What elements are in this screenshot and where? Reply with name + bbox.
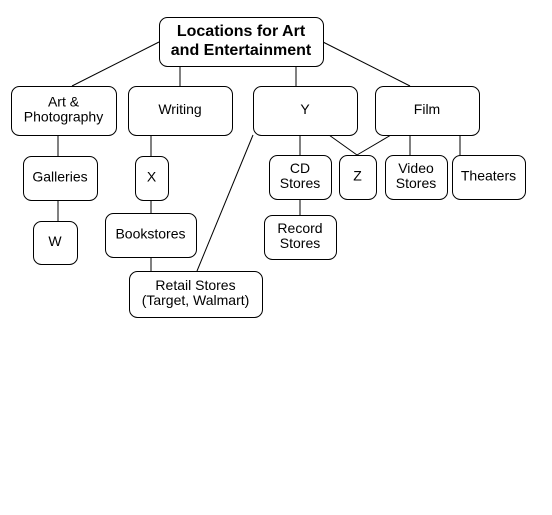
node-box-galleries bbox=[23, 156, 98, 201]
node-film: Film bbox=[375, 86, 480, 136]
node-label-y-0: Y bbox=[300, 101, 310, 117]
node-box-y bbox=[253, 86, 358, 136]
node-label-root-0: Locations for Art bbox=[177, 23, 306, 40]
node-label-x-0: X bbox=[147, 169, 157, 185]
node-label-art-1: Photography bbox=[24, 109, 103, 125]
node-x: X bbox=[135, 156, 169, 201]
node-label-retail-1: (Target, Walmart) bbox=[142, 292, 250, 308]
node-root: Locations for Art and Entertainment bbox=[159, 17, 324, 67]
node-label-video-0: Video bbox=[398, 160, 434, 176]
node-box-writing bbox=[128, 86, 233, 136]
node-box-video bbox=[385, 155, 448, 200]
node-box-z bbox=[339, 155, 377, 200]
node-label-theaters-0: Theaters bbox=[461, 168, 516, 184]
edge-y-retail bbox=[196, 134, 254, 272]
node-galleries: Galleries bbox=[23, 156, 98, 201]
node-box-art bbox=[11, 86, 117, 136]
edge-root-art bbox=[71, 41, 160, 87]
node-box-w bbox=[33, 221, 78, 265]
node-box-retail bbox=[129, 271, 263, 318]
node-label-root-1: and Entertainment bbox=[171, 42, 312, 59]
node-writing: Writing bbox=[128, 86, 233, 136]
node-label-cd-1: Stores bbox=[280, 175, 320, 191]
node-box-cd bbox=[269, 155, 332, 200]
node-label-cd-0: CD bbox=[290, 160, 310, 176]
edge-root-film bbox=[322, 41, 411, 87]
node-box-record bbox=[264, 215, 337, 260]
node-label-record-1: Stores bbox=[280, 235, 320, 251]
node-label-record-0: Record bbox=[277, 220, 322, 236]
node-label-bookstores-0: Bookstores bbox=[115, 226, 185, 242]
node-box-film bbox=[375, 86, 480, 136]
edge-film-z bbox=[356, 134, 392, 156]
node-label-z-0: Z bbox=[353, 168, 362, 184]
node-z: Z bbox=[339, 155, 377, 200]
node-label-film-0: Film bbox=[414, 101, 440, 117]
edge-y-z bbox=[328, 134, 358, 156]
connector-lines bbox=[57, 41, 461, 272]
node-label-writing-0: Writing bbox=[158, 101, 201, 117]
node-art: Art &Photography bbox=[11, 86, 117, 136]
node-box-x bbox=[135, 156, 169, 201]
node-w: W bbox=[33, 221, 78, 265]
node-box-bookstores bbox=[105, 213, 197, 258]
node-label-galleries-0: Galleries bbox=[32, 169, 87, 185]
node-box-theaters bbox=[452, 155, 526, 200]
node-label-retail-0: Retail Stores bbox=[155, 277, 235, 293]
node-retail: Retail Stores(Target, Walmart) bbox=[129, 271, 263, 318]
node-label-w-0: W bbox=[48, 233, 62, 249]
node-y: Y bbox=[253, 86, 358, 136]
node-theaters: Theaters bbox=[452, 155, 526, 200]
node-bookstores: Bookstores bbox=[105, 213, 197, 258]
node-label-art-0: Art & bbox=[48, 94, 80, 110]
node-label-video-1: Stores bbox=[396, 175, 436, 191]
node-box-root bbox=[159, 17, 324, 67]
